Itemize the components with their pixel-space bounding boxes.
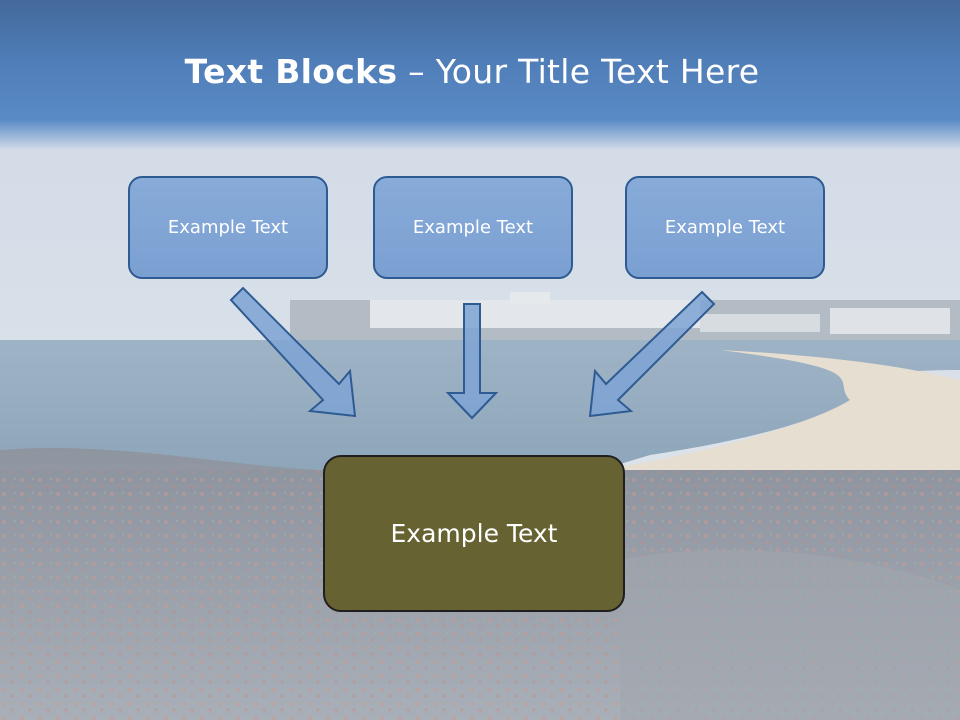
text-box-center-label: Example Text — [412, 217, 534, 238]
text-box-left[interactable]: Example Text — [128, 176, 328, 279]
title-bar — [0, 0, 960, 150]
arrow-down-icon — [445, 303, 499, 420]
title-separator: – — [397, 52, 436, 91]
arrow-left-icon — [229, 286, 357, 418]
text-box-right[interactable]: Example Text — [625, 176, 825, 279]
text-box-right-label: Example Text — [664, 217, 786, 238]
page-title: Text Blocks – Your Title Text Here — [0, 52, 944, 91]
text-box-center[interactable]: Example Text — [373, 176, 573, 279]
title-rest: Your Title Text Here — [435, 52, 760, 91]
arrow-right-icon — [588, 290, 716, 418]
title-bold: Text Blocks — [184, 52, 398, 91]
main-text-box[interactable]: Example Text — [323, 455, 625, 612]
text-box-left-label: Example Text — [167, 217, 289, 238]
main-text-box-label: Example Text — [390, 519, 558, 548]
